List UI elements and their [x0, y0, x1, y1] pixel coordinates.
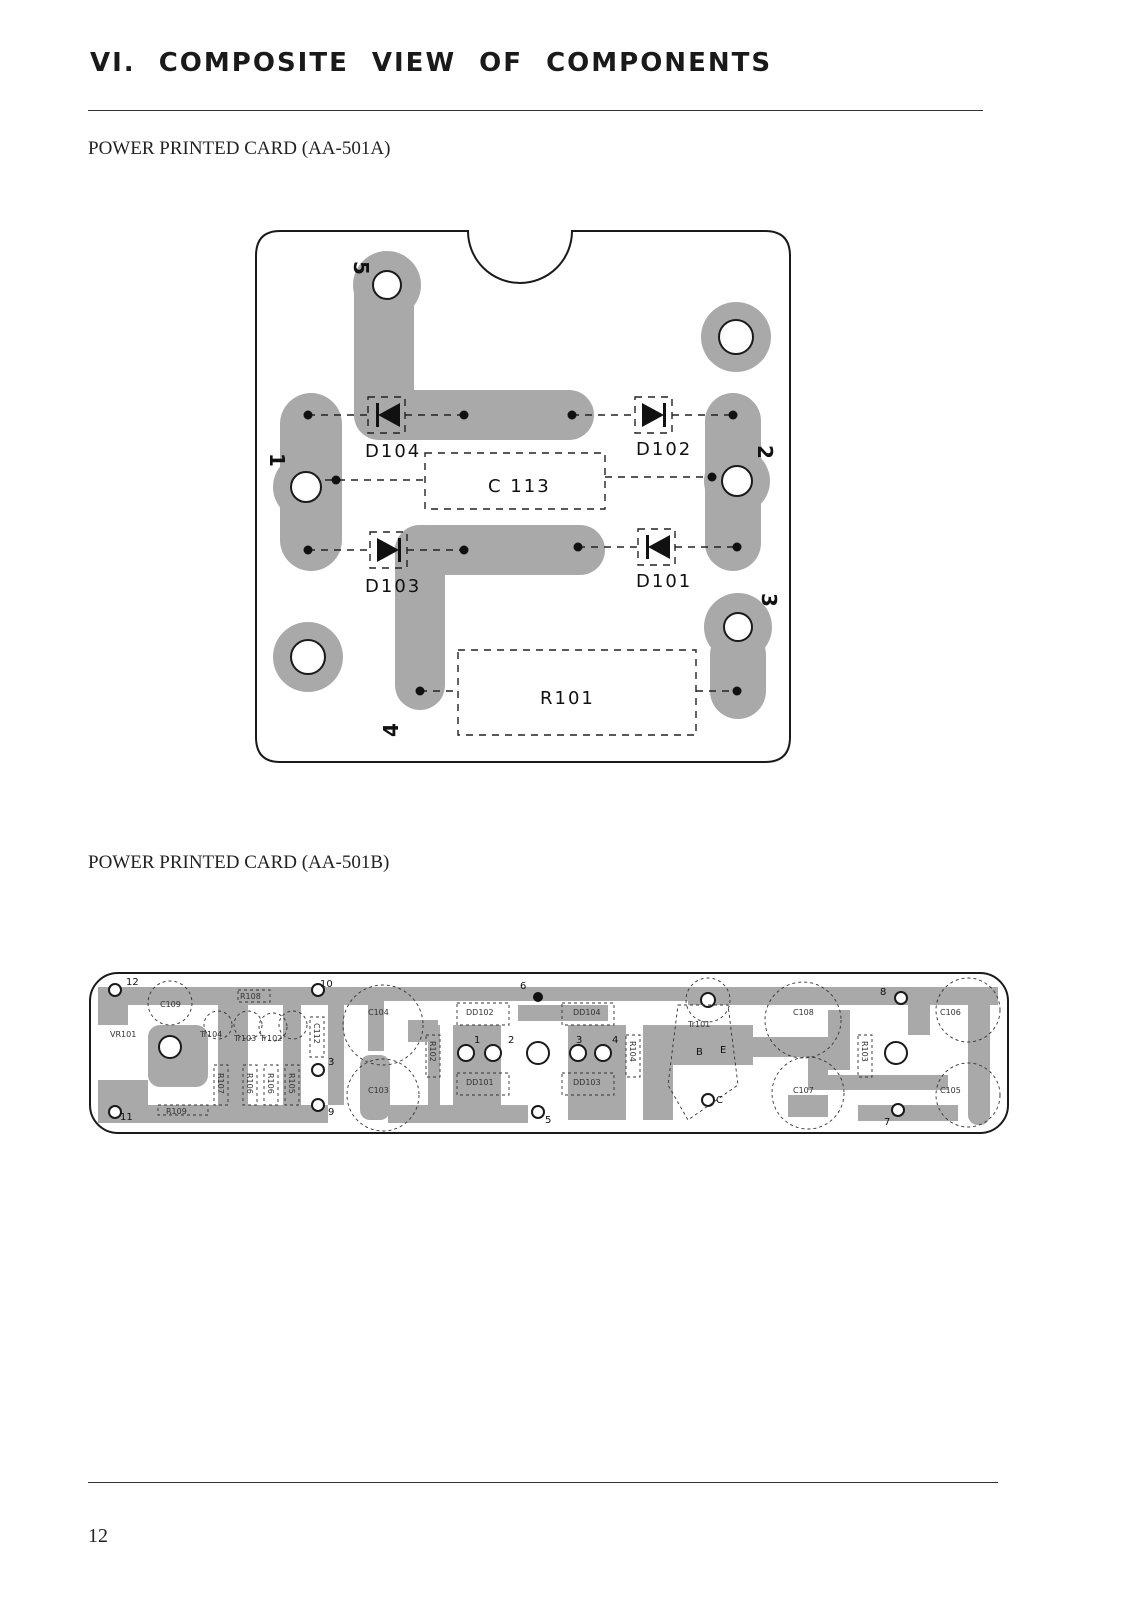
label-r108: R108	[240, 992, 261, 1001]
label-r101: R101	[540, 688, 595, 709]
label-vr101: VR101	[110, 1030, 136, 1039]
pin-1-label: 1	[265, 453, 289, 467]
label-d102: DD102	[466, 1008, 494, 1017]
pin-3a-label: 3	[328, 1057, 334, 1068]
card-b-label: POWER PRINTED CARD (AA-501B)	[88, 852, 390, 873]
title-rule	[88, 110, 983, 111]
pin-5-label: 5	[545, 1115, 551, 1126]
label-d103: DD103	[573, 1078, 601, 1087]
card-b-diagram: C109 VR101 R108 R109 Tr104 Tr103 Tr102 R…	[89, 972, 1009, 1134]
label-d101: DD101	[466, 1078, 494, 1087]
pad-2-hole	[721, 465, 753, 497]
label-c108: C108	[793, 1008, 814, 1017]
card-b-component-bodies	[157, 989, 873, 1121]
diode-d104	[303, 396, 469, 434]
label-d101: D101	[636, 571, 692, 592]
diode-d103	[303, 531, 469, 569]
pin-5-label: 5	[349, 261, 373, 275]
pin-6-label: 6	[520, 981, 526, 992]
page-number: 12	[88, 1525, 108, 1547]
label-r104: R104	[628, 1041, 637, 1062]
pin-4-label: 4	[379, 723, 403, 737]
pin-b-label: B	[696, 1047, 703, 1058]
pin-11-label: 11	[120, 1112, 133, 1123]
pin-e-label: E	[720, 1045, 726, 1056]
mount-hole-bottom-left	[290, 639, 326, 675]
label-r106b: R106	[266, 1073, 275, 1094]
footer-rule	[88, 1482, 998, 1483]
label-tr104: Tr104	[199, 1030, 222, 1039]
pin-9-label: 9	[328, 1107, 334, 1118]
card-b-capacitor-outlines	[147, 977, 1001, 1132]
label-d104: D104	[365, 441, 421, 462]
mount-hole-top-right	[718, 319, 754, 355]
pin-8-label: 8	[880, 987, 886, 998]
pin-4-label: 4	[612, 1035, 618, 1046]
label-c109: C109	[160, 1000, 181, 1009]
label-r107: R107	[216, 1073, 225, 1094]
pin-3-label: 3	[757, 593, 781, 607]
card-a-label: POWER PRINTED CARD (AA-501A)	[88, 138, 391, 159]
label-d103: D103	[365, 576, 421, 597]
label-r102: R102	[428, 1041, 437, 1062]
diode-d101	[573, 528, 742, 566]
pin-12-label: 12	[126, 977, 139, 988]
pin-2-label: 2	[753, 445, 777, 459]
label-tr102: Tr102	[259, 1034, 282, 1043]
label-r103: R103	[860, 1041, 869, 1062]
page-title: VI. COMPOSITE VIEW OF COMPONENTS	[90, 48, 773, 78]
label-r106a: R106	[245, 1073, 254, 1094]
label-r105: R105	[287, 1073, 296, 1094]
label-tr103: Tr103	[233, 1034, 256, 1043]
resistor-r101	[415, 649, 742, 736]
label-c113: C 113	[488, 476, 551, 497]
label-c103: C103	[368, 1086, 389, 1095]
label-c104: C104	[368, 1008, 389, 1017]
pad-3-hole	[723, 612, 753, 642]
card-b-holes	[108, 983, 908, 1119]
pin-10-label: 10	[320, 979, 333, 990]
label-d102: D102	[636, 439, 692, 460]
label-c105: C105	[940, 1086, 961, 1095]
card-a-diagram: D104 D102 D103 D101 C 113 R101 5 1 2 3 4	[255, 230, 791, 763]
pin-1-label: 1	[474, 1035, 480, 1046]
pin-c-label: C	[716, 1095, 723, 1106]
capacitor-c113	[325, 452, 717, 510]
label-tr101: Tr101	[687, 1020, 710, 1029]
card-b-copper	[98, 987, 998, 1125]
label-c112: C112	[312, 1023, 321, 1044]
pin-3b-label: 3	[576, 1035, 582, 1046]
label-d104: DD104	[573, 1008, 601, 1017]
pad-1-hole	[290, 471, 322, 503]
label-c106: C106	[940, 1008, 961, 1017]
pad-5-hole	[372, 270, 402, 300]
pin-7-label: 7	[884, 1117, 890, 1128]
label-c107: C107	[793, 1086, 814, 1095]
label-r109: R109	[166, 1107, 187, 1116]
diode-d102	[567, 396, 738, 434]
pin-2-label: 2	[508, 1035, 514, 1046]
